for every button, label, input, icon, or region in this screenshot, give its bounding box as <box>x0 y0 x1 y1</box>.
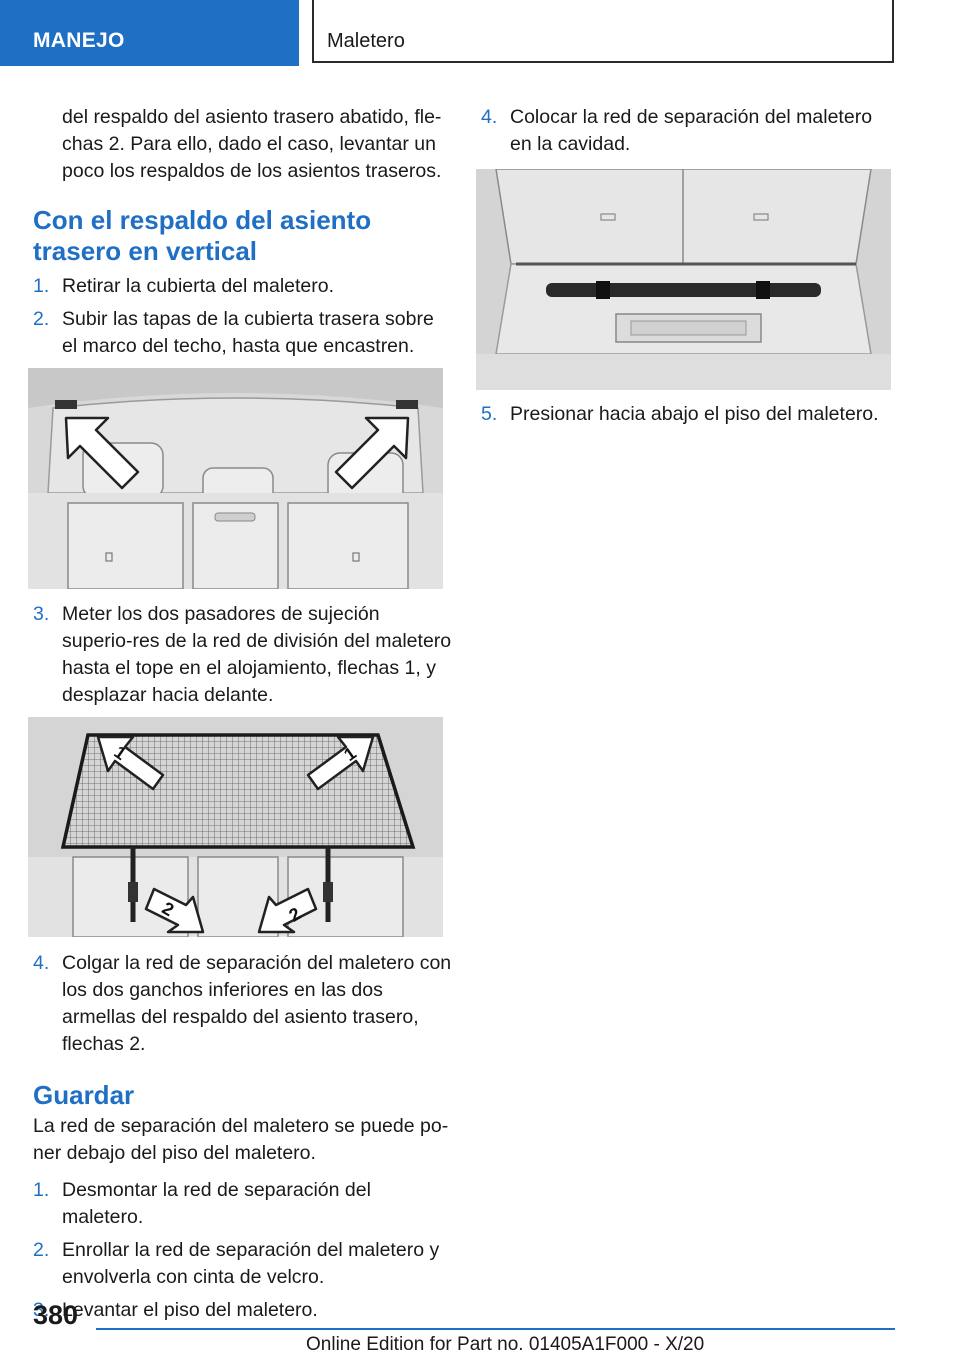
list-item: 2. Enrollar la red de separación del mal… <box>33 1237 453 1291</box>
step-text: Colocar la red de separación del maleter… <box>510 106 873 155</box>
step-number: 5. <box>481 403 498 425</box>
step-3-block: 3. Meter los dos pasadores de sujeción s… <box>33 601 453 709</box>
step-text: Retirar la cubierta del maletero. <box>62 275 335 297</box>
intro-paragraph: del respaldo del asiento trasero abatido… <box>62 106 442 182</box>
step-text: Colgar la red de separación del maletero… <box>62 952 452 1055</box>
guardar-block: 4. Colgar la red de separación del malet… <box>33 950 453 1324</box>
list-item: 5. Presionar hacia abajo el piso del mal… <box>481 401 896 428</box>
step-list-b: 1. Desmontar la red de separación del ma… <box>33 1177 453 1324</box>
step-text: Desmontar la red de separación del malet… <box>62 1179 371 1228</box>
section-tab: MANEJO <box>0 0 299 66</box>
figure-net-install: 1 1 2 2 <box>28 717 443 937</box>
step-number: 2. <box>33 1239 50 1261</box>
list-item: 4. Colocar la red de separación del male… <box>481 104 896 158</box>
page-number: 380 <box>33 1300 79 1330</box>
step-text: Meter los dos pasadores de sujeción supe… <box>62 603 452 706</box>
list-item: 3. Levantar el piso del maletero. <box>33 1297 453 1324</box>
chapter-header: Maletero <box>312 0 894 63</box>
step-number: 4. <box>33 952 50 974</box>
heading-guardar: Guardar <box>33 1080 135 1110</box>
list-item: 1. Desmontar la red de separación del ma… <box>33 1177 453 1231</box>
section-label: MANEJO <box>33 29 125 52</box>
right-column-top: 4. Colocar la red de separación del male… <box>481 104 896 158</box>
guardar-paragraph: La red de separación del maletero se pue… <box>33 1115 449 1164</box>
step-number: 4. <box>481 106 498 128</box>
right-column-bottom: 5. Presionar hacia abajo el piso del mal… <box>481 401 896 428</box>
step-number: 3. <box>33 603 50 625</box>
step-number: 2. <box>33 308 50 330</box>
footer-divider <box>96 1328 895 1330</box>
step-text: Presionar hacia abajo el piso del malete… <box>510 403 879 425</box>
figure-net-cavity <box>476 169 891 390</box>
left-column: del respaldo del asiento trasero abatido… <box>33 104 453 360</box>
step-number: 1. <box>33 1179 50 1201</box>
list-item: 1. Retirar la cubierta del maletero. <box>33 273 453 300</box>
step-list-a: 1. Retirar la cubierta del maletero. 2. … <box>33 273 453 360</box>
chapter-title: Maletero <box>327 30 405 52</box>
heading-vertical: Con el respaldo del asiento trasero en v… <box>33 205 372 266</box>
step-text: Enrollar la red de separación del malete… <box>62 1239 440 1288</box>
list-item: 4. Colgar la red de separación del malet… <box>33 950 453 1058</box>
list-item: 2. Subir las tapas de la cubierta traser… <box>33 306 453 360</box>
step-text: Subir las tapas de la cubierta trasera s… <box>62 308 434 357</box>
step-text: Levantar el piso del maletero. <box>62 1299 318 1321</box>
figure-rear-cover <box>28 368 443 589</box>
footer-edition: Online Edition for Part no. 01405A1F000 … <box>306 1334 705 1355</box>
step-number: 3. <box>33 1299 50 1321</box>
step-number: 1. <box>33 275 50 297</box>
list-item: 3. Meter los dos pasadores de sujeción s… <box>33 601 453 709</box>
